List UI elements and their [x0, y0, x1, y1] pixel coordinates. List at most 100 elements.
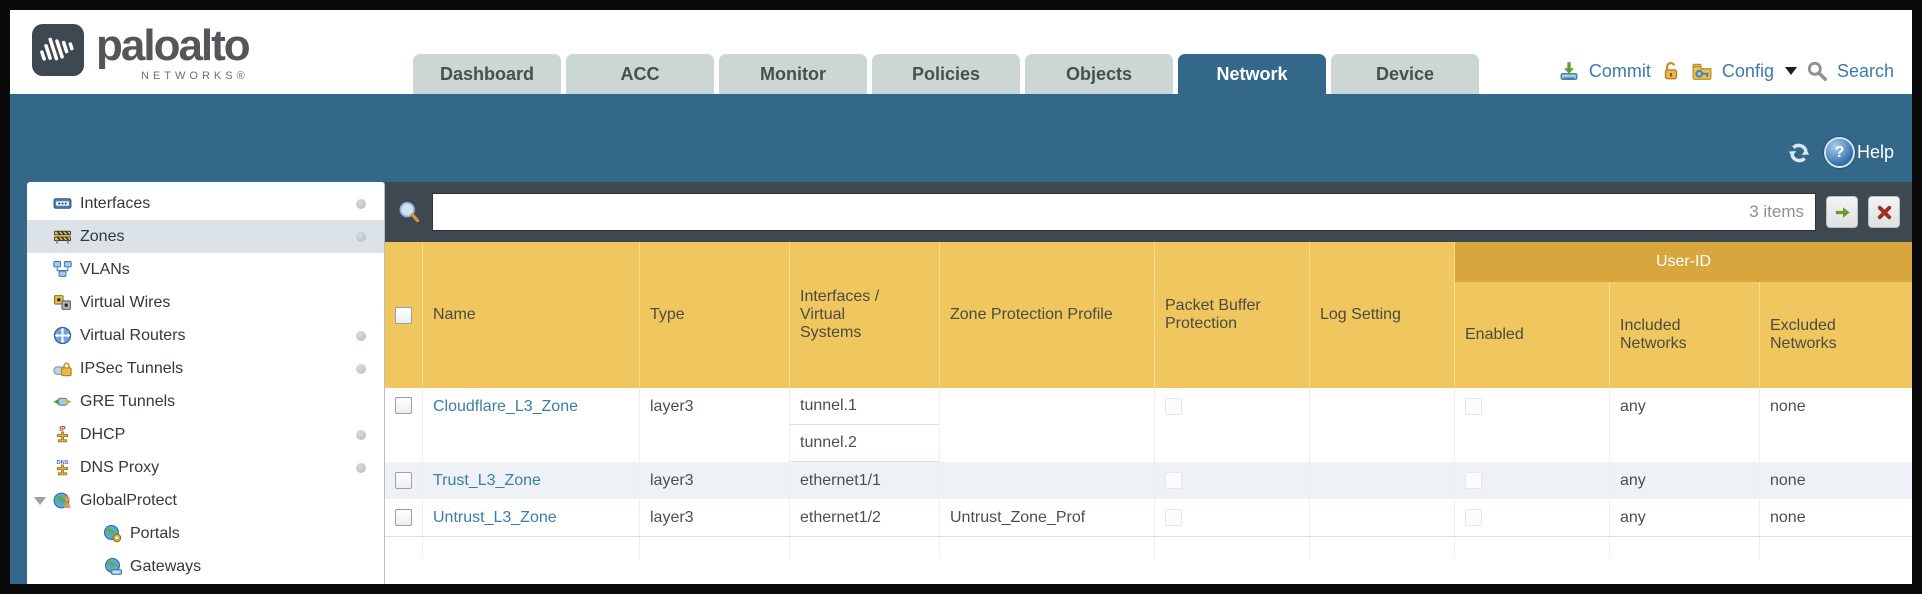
tab-objects[interactable]: Objects	[1025, 54, 1173, 94]
x-icon	[1877, 205, 1891, 219]
commit-icon[interactable]	[1558, 60, 1580, 82]
cell-name: Untrust_L3_Zone	[423, 499, 640, 536]
cell-packet-buffer-protection	[1155, 388, 1310, 462]
user-id-enabled-checkbox[interactable]	[1465, 398, 1482, 415]
cell-packet-buffer-protection	[1155, 462, 1310, 499]
refresh-icon[interactable]	[1786, 140, 1812, 166]
status-dot	[356, 331, 366, 341]
portals-icon	[103, 524, 122, 543]
cell-interfaces: ethernet1/1	[790, 462, 940, 499]
zones-icon	[54, 230, 71, 244]
tab-device[interactable]: Device	[1331, 54, 1479, 94]
column-header-enabled[interactable]: Enabled	[1455, 282, 1610, 388]
user-id-enabled-checkbox[interactable]	[1465, 472, 1482, 489]
chevron-down-icon[interactable]	[1784, 67, 1797, 75]
sidebar-item-label: Portals	[130, 524, 180, 542]
lock-icon[interactable]	[1660, 60, 1682, 82]
sidebar-item-label: Gateways	[130, 557, 202, 575]
sidebar-item-dhcp[interactable]: IP DHCP	[27, 418, 384, 451]
sidebar-item-interfaces[interactable]: Interfaces	[27, 187, 384, 220]
cell-interfaces: ethernet1/2	[790, 499, 940, 536]
apply-filter-button[interactable]	[1826, 196, 1858, 228]
sidebar-item-label: Virtual Routers	[80, 326, 186, 344]
sidebar-item-portals[interactable]: Portals	[27, 517, 384, 550]
tab-policies[interactable]: Policies	[872, 54, 1020, 94]
tab-monitor[interactable]: Monitor	[719, 54, 867, 94]
zone-name-link[interactable]: Untrust_L3_Zone	[433, 509, 557, 526]
paloalto-logo-icon	[32, 24, 84, 76]
cell-excluded-networks: none	[1770, 509, 1806, 526]
column-group-user-id[interactable]: User-ID	[1455, 242, 1912, 282]
status-dot	[356, 463, 366, 473]
row-checkbox[interactable]	[395, 472, 412, 489]
config-menu[interactable]: Config	[1721, 60, 1774, 81]
teal-band: ? Help	[10, 94, 1912, 182]
header-actions: Commit Config Search	[1558, 60, 1894, 82]
sidebar-item-label: VLANs	[80, 260, 130, 278]
filter-input-wrap: 3 items	[432, 193, 1816, 231]
row-select-cell	[385, 388, 423, 462]
table-row: Trust_L3_Zone layer3 ethernet1/1 any non…	[385, 462, 1912, 499]
help-icon[interactable]: ?	[1825, 139, 1853, 166]
select-all-checkbox[interactable]	[395, 306, 412, 324]
column-header-name[interactable]: Name	[423, 242, 640, 388]
select-all-cell	[385, 242, 423, 388]
packet-buffer-checkbox[interactable]	[1165, 472, 1182, 489]
sidebar-item-vlans[interactable]: VLANs	[27, 253, 384, 286]
cell-included-networks: any	[1610, 462, 1760, 499]
table-row: Cloudflare_L3_Zone layer3 tunnel.1 tunne…	[385, 388, 1912, 462]
sidebar-item-ipsec-tunnels[interactable]: IPSec Tunnels	[27, 352, 384, 385]
search-button[interactable]: Search	[1836, 60, 1894, 81]
tab-acc[interactable]: ACC	[566, 54, 714, 94]
content-background	[385, 559, 1912, 584]
column-header-excluded-networks[interactable]: Excluded Networks	[1770, 317, 1837, 352]
network-sidebar: Interfaces Zones	[27, 182, 385, 584]
clear-filter-button[interactable]	[1868, 196, 1900, 228]
tab-dashboard[interactable]: Dashboard	[413, 54, 561, 94]
tab-network[interactable]: Network	[1178, 54, 1326, 94]
column-header-included-networks[interactable]: Included Networks	[1610, 282, 1760, 388]
item-count: 3 items	[1749, 202, 1804, 221]
sidebar-item-globalprotect[interactable]: GlobalProtect	[27, 484, 384, 517]
cell-name: Trust_L3_Zone	[423, 462, 640, 499]
sidebar-item-virtual-routers[interactable]: Virtual Routers	[27, 319, 384, 352]
sidebar-item-label: GlobalProtect	[80, 491, 177, 509]
ipsec-tunnels-icon	[53, 362, 72, 377]
zone-name-link[interactable]: Cloudflare_L3_Zone	[433, 398, 578, 415]
chevron-expanded-icon[interactable]	[34, 497, 46, 505]
cell-included-networks: any	[1610, 388, 1760, 462]
filter-search-icon	[399, 201, 420, 222]
search-icon[interactable]	[1806, 60, 1828, 82]
cell-zone-protection-profile: Untrust_Zone_Prof	[940, 499, 1155, 536]
cell-type: layer3	[640, 499, 790, 536]
vlans-icon	[53, 261, 72, 277]
help-button[interactable]: ? Help	[1825, 139, 1894, 166]
globalprotect-icon	[53, 492, 71, 509]
packet-buffer-checkbox[interactable]	[1165, 398, 1182, 415]
column-header-packet-buffer-protection[interactable]: Packet Buffer Protection	[1155, 242, 1310, 388]
zone-name-link[interactable]: Trust_L3_Zone	[433, 472, 541, 489]
sidebar-item-gre-tunnels[interactable]: GRE Tunnels	[27, 385, 384, 418]
packet-buffer-checkbox[interactable]	[1165, 509, 1182, 526]
user-id-enabled-checkbox[interactable]	[1465, 509, 1482, 526]
commit-button[interactable]: Commit	[1588, 60, 1651, 81]
sidebar-item-virtual-wires[interactable]: Virtual Wires	[27, 286, 384, 319]
gre-tunnels-icon	[53, 397, 72, 406]
cell-packet-buffer-protection	[1155, 499, 1310, 536]
column-header-zone-protection-profile[interactable]: Zone Protection Profile	[940, 242, 1155, 388]
cell-log-setting	[1310, 499, 1455, 536]
row-checkbox[interactable]	[395, 397, 412, 414]
column-header-type[interactable]: Type	[640, 242, 790, 388]
config-icon[interactable]	[1691, 60, 1713, 82]
cell-excluded-networks: none	[1770, 472, 1806, 489]
zones-content: 3 items Name	[385, 182, 1912, 584]
sidebar-item-gateways[interactable]: Gateways	[27, 550, 384, 583]
status-dot	[356, 232, 366, 242]
sidebar-item-zones[interactable]: Zones	[27, 220, 384, 253]
sidebar-item-dns-proxy[interactable]: DNS DNS Proxy	[27, 451, 384, 484]
row-checkbox[interactable]	[395, 509, 412, 526]
column-header-interfaces[interactable]: Interfaces / Virtual Systems	[790, 242, 940, 388]
cell-type: layer3	[640, 462, 790, 499]
filter-input[interactable]	[432, 193, 1816, 231]
column-header-log-setting[interactable]: Log Setting	[1310, 242, 1455, 388]
